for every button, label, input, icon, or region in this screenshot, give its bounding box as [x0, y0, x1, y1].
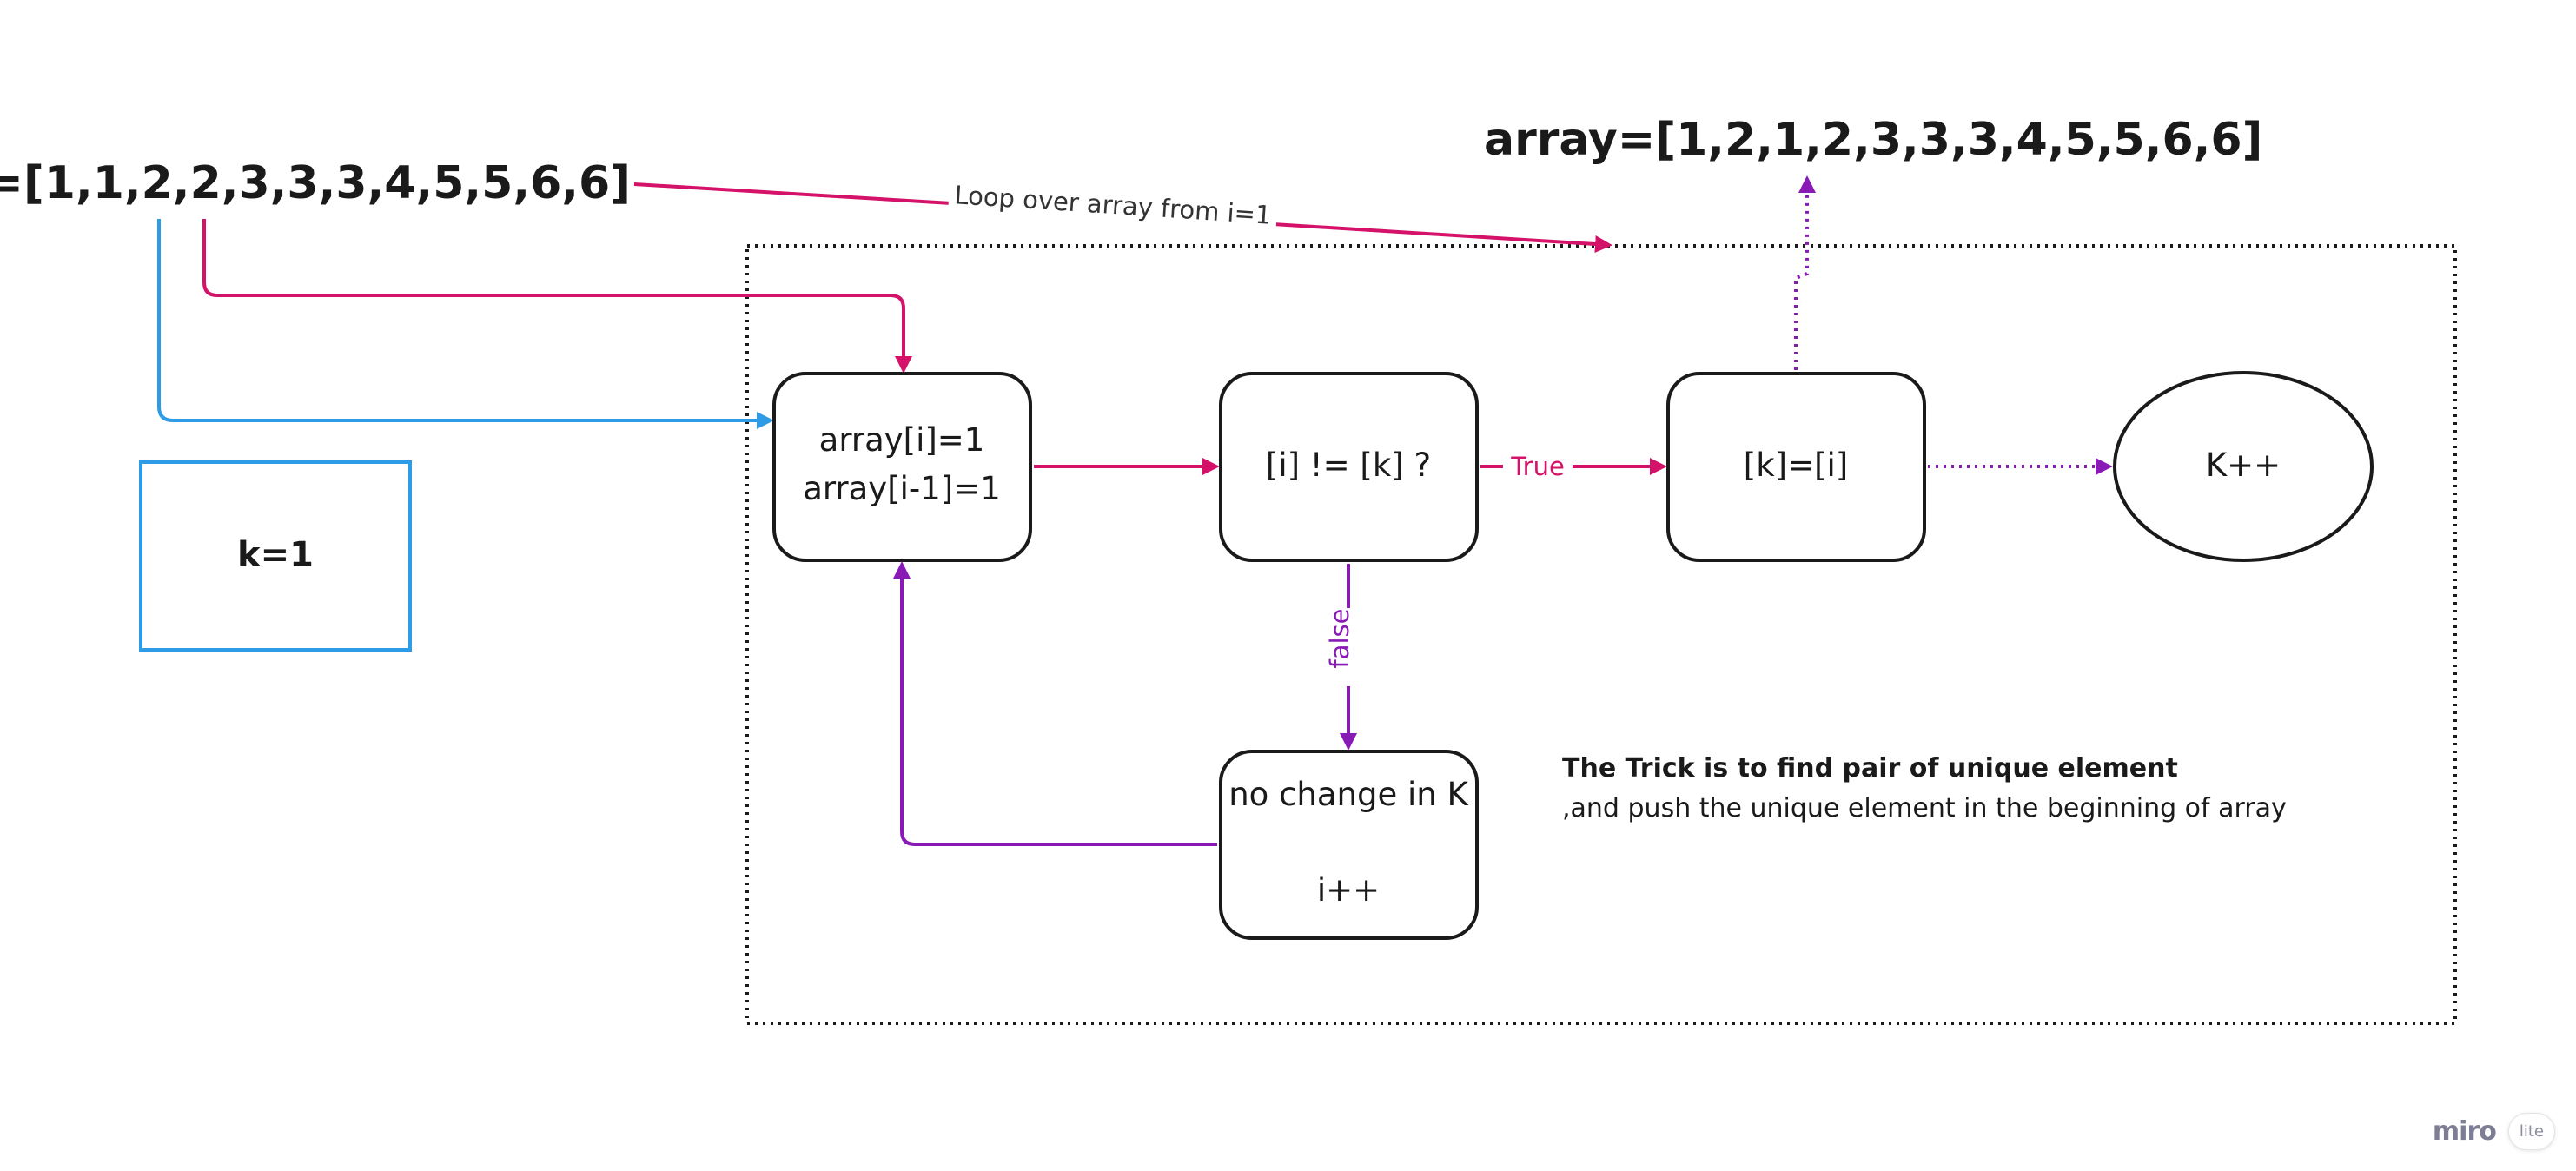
- k-init-text: k=1: [237, 535, 314, 575]
- no-change-node: [1219, 750, 1479, 940]
- compare-values-line2: array[i-1]=1: [803, 470, 1001, 507]
- miro-watermark: miro lite: [2433, 1113, 2555, 1150]
- note-title: The Trick is to find pair of unique elem…: [1562, 753, 2178, 784]
- true-label-bg: [1503, 449, 1573, 484]
- note-body: ,and push the unique element in the begi…: [1562, 793, 2287, 824]
- condition-node: [1219, 372, 1479, 562]
- increment-k-node: [2113, 371, 2374, 562]
- output-array-text: array=[1,2,1,2,3,3,3,4,5,5,6,6]: [1484, 114, 2262, 166]
- loop-frame: [745, 244, 2457, 1025]
- k-init-box: [139, 460, 412, 652]
- input-array-text: array=[1,1,2,2,3,3,3,4,5,5,6,6]: [0, 157, 631, 209]
- false-label-bg: [1331, 608, 1366, 686]
- assign-node: [1666, 372, 1926, 562]
- assign-to-output-edge: [1794, 175, 1816, 370]
- no-change-line2: i++: [1317, 871, 1380, 909]
- array-zero-to-compare-edge: [157, 219, 774, 429]
- compare-values-node: [772, 372, 1032, 562]
- condition-text: [i] != [k] ?: [1266, 447, 1431, 484]
- no-change-to-compare-edge: [893, 561, 1217, 846]
- assign-text: [k]=[i]: [1744, 447, 1848, 484]
- true-label: True: [1510, 452, 1565, 481]
- miro-lite-badge: lite: [2507, 1113, 2555, 1150]
- miro-logo: miro: [2432, 1116, 2497, 1147]
- false-label: false: [1325, 609, 1354, 669]
- loop-label-bg: [947, 175, 1279, 235]
- compare-values-line1: array[i]=1: [819, 421, 985, 459]
- no-change-line1: no change in K: [1228, 776, 1469, 813]
- array-to-compare-edge: [202, 219, 912, 374]
- increment-k-text: K++: [2206, 447, 2281, 484]
